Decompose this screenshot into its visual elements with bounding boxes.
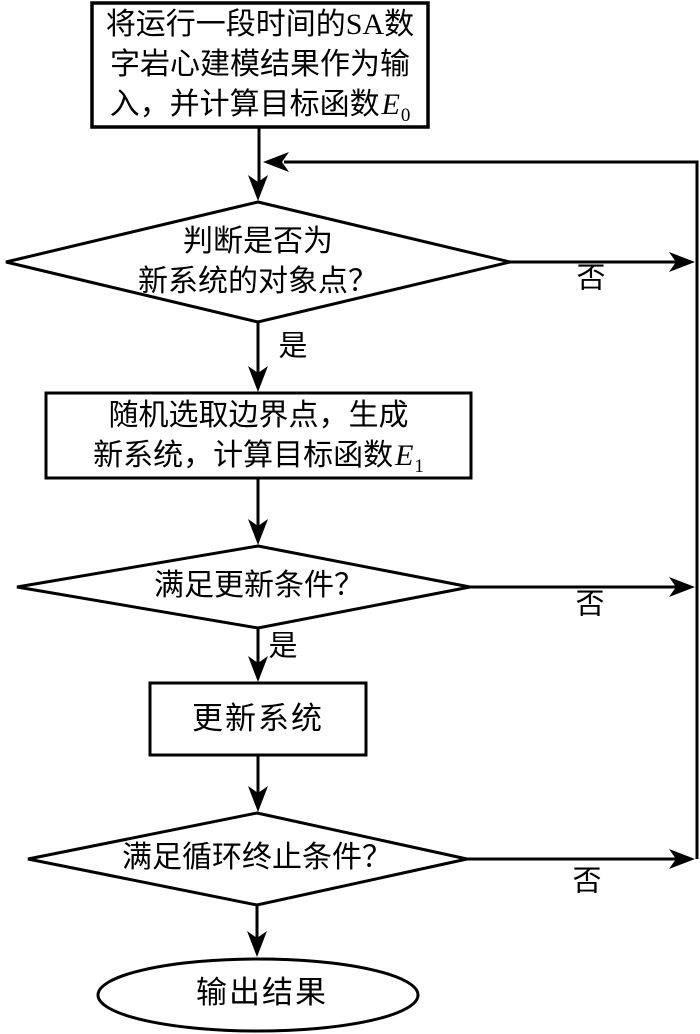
output-node-label: 输出结果 [196, 975, 328, 1010]
generate-line2: 新系统，计算目标函数E1 [93, 436, 424, 476]
decision2-yes-label: 是 [268, 630, 298, 663]
update-box-shape [148, 681, 368, 757]
input-line1: 将运行一段时间的SA数 [105, 8, 415, 41]
decision1-no-label: 否 [576, 262, 606, 295]
decision2-no-label: 否 [575, 588, 605, 621]
generate-line1: 随机选取边界点，生成 [108, 398, 409, 432]
decision3-label: 满足循环终止条件？ [122, 841, 392, 874]
decision3-no-label: 否 [572, 865, 602, 898]
objective-function-symbol-e1: E [395, 438, 414, 472]
input-line3: 入，并计算目标函数E0 [110, 85, 411, 125]
decision1-diamond-shape [5, 200, 511, 324]
decision2-diamond-shape [16, 544, 471, 630]
arrowhead-into-decision1 [248, 175, 268, 201]
input-box-shape [90, 1, 430, 129]
generate-line2-text: 新系统，计算目标函数 [93, 438, 394, 472]
generate-node-label: 随机选取边界点，生成 新系统，计算目标函数E1 [46, 393, 471, 478]
arrowhead-into-update [248, 656, 268, 682]
objective-function-subscript-1: 1 [414, 455, 424, 477]
decision3-diamond-shape [27, 811, 468, 907]
arrowhead-feedback-left [263, 152, 289, 172]
arrowhead-decision3-no [669, 849, 695, 869]
output-ellipse-shape [96, 957, 420, 1033]
decision1-line1: 判断是否为 [183, 225, 333, 258]
arrowhead-into-decision3 [248, 786, 268, 812]
arrowhead-into-decision2 [248, 519, 268, 545]
input-node-label: 将运行一段时间的SA数 字岩心建模结果作为输 入，并计算目标函数E0 [92, 3, 428, 127]
decision1-yes-label: 是 [278, 330, 308, 363]
arrowhead-decision1-no [669, 252, 695, 272]
decision1-line2: 新系统的对象点？ [138, 265, 378, 298]
arrowhead-into-generate [248, 366, 268, 392]
input-line3-text: 入，并计算目标函数 [109, 88, 380, 121]
arrowhead-into-output [247, 931, 267, 957]
generate-box-shape [44, 391, 473, 480]
objective-function-symbol-e0: E [381, 88, 400, 121]
update-node-label: 更新系统 [192, 701, 324, 736]
arrowhead-decision2-no [669, 577, 695, 597]
objective-function-subscript-0: 0 [400, 105, 411, 126]
decision2-label: 满足更新条件？ [154, 569, 364, 602]
decision1-label: 判断是否为 新系统的对象点？ [28, 212, 488, 312]
input-line2: 字岩心建模结果作为输 [110, 48, 410, 81]
